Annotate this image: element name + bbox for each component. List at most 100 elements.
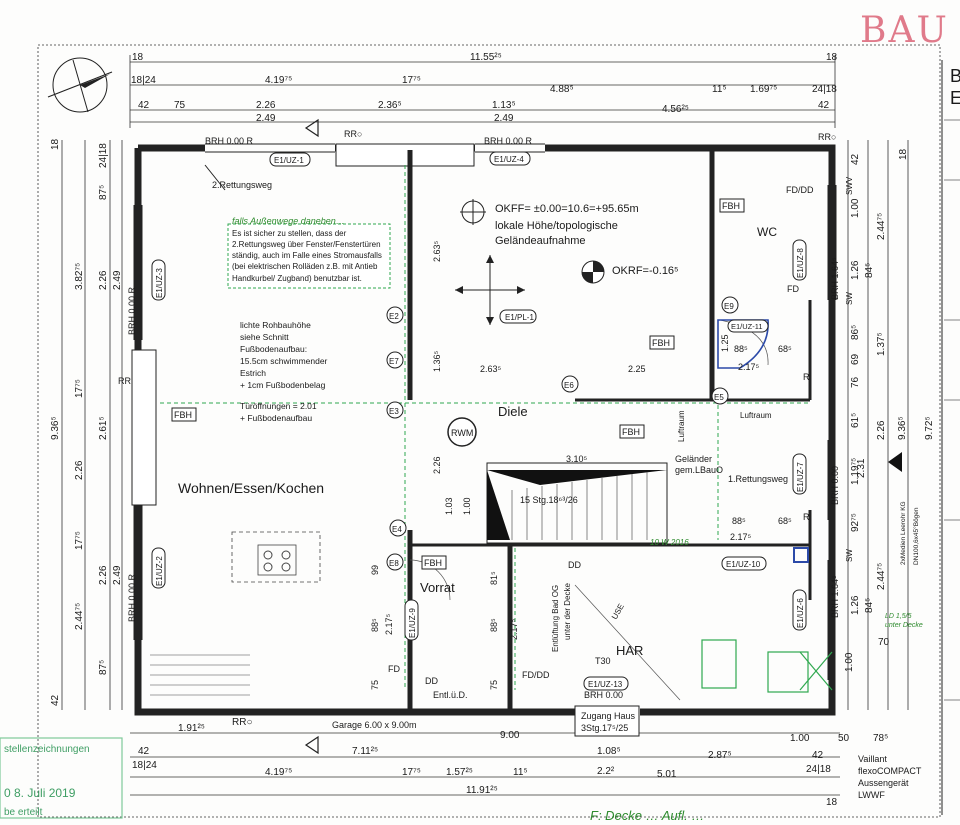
- fbh-tag: FBH: [649, 335, 675, 350]
- tag-text: E1/UZ-4: [494, 155, 524, 164]
- entrance-label: Zugang Haus: [581, 711, 636, 721]
- dd-label: DD: [568, 560, 581, 570]
- kitchen-island: [231, 531, 321, 583]
- dim-label: RR○: [232, 717, 252, 728]
- dim-label: 2.61⁵: [98, 416, 109, 440]
- top-dimension-chain: [129, 55, 836, 128]
- smoke-detector-icon: RWM: [447, 417, 477, 447]
- e-marker: E4: [389, 519, 407, 537]
- brh-label: BRH 0.00 R: [127, 573, 137, 622]
- dim-label: 84⁵: [864, 263, 875, 278]
- brand-fragment: BAU: [860, 10, 949, 51]
- rwm-label: RWM: [451, 428, 473, 438]
- room-note-line: 15.5cm schwimmender: [240, 356, 328, 366]
- dim-label: 87⁵: [98, 185, 109, 200]
- rescue-note-line: Es ist sicher zu stellen, dass der: [232, 229, 347, 238]
- dim-label: 81⁵: [489, 571, 499, 585]
- swv-label: SWV: [845, 176, 854, 195]
- dim-label: 78⁵: [873, 733, 888, 744]
- dim-label: 18: [826, 52, 838, 63]
- dim-label: 42: [812, 750, 824, 761]
- green-annotation: 10 W 2016: [650, 538, 689, 547]
- dim-label: 1.26: [850, 260, 861, 280]
- fd-label: FD: [787, 284, 799, 294]
- conduit-label: DN100,6x45°Bögen: [912, 507, 920, 565]
- room-name-diele: Diele: [498, 404, 528, 419]
- e-marker-text: E6: [564, 381, 574, 390]
- dim-label: 2.17⁵: [509, 618, 519, 640]
- sw-label: SW: [845, 292, 854, 305]
- dim-label: 75: [370, 680, 380, 690]
- fddd-label: FD/DD: [786, 185, 814, 195]
- tag-text: E1/UZ-11: [731, 322, 763, 331]
- dim-label: 2.2²: [597, 766, 615, 777]
- element-tag: E1/UZ-6: [792, 589, 807, 631]
- dim-label: 61⁵: [850, 413, 861, 428]
- element-tag: E1/UZ-7: [792, 453, 807, 495]
- room-note-line: Türöffnungen = 2.01: [240, 401, 317, 411]
- title-fragment: El: [950, 88, 960, 108]
- garage-label: Garage 6.00 x 9.00m: [332, 720, 417, 730]
- rescue-note-line: ständig, auch im Falle eines Stromausfal…: [232, 251, 382, 260]
- brh-label: BRH 0.00: [830, 466, 840, 505]
- dim-label: 24|18: [98, 143, 109, 168]
- brh-label: BRH 0.00: [584, 690, 623, 700]
- e-marker-text: E4: [392, 525, 402, 534]
- section-marker-icon: [304, 735, 319, 755]
- dim-label: 5.01: [657, 769, 677, 780]
- rr-label: RR: [118, 376, 131, 386]
- dim-label: 11⁵: [513, 767, 528, 778]
- dim-label: 99: [370, 565, 380, 575]
- dim-label: 18: [898, 148, 909, 160]
- sw-label: SW: [845, 549, 854, 562]
- dim-label: 4.56²⁵: [662, 104, 689, 115]
- dim-label: 2.63⁵: [432, 240, 442, 262]
- railing-label: gem.LBauO: [675, 465, 723, 475]
- dim-label: 69: [850, 353, 861, 365]
- dim-label: 3.82⁷⁵: [74, 263, 85, 290]
- element-tag: E1/UZ-2: [151, 547, 166, 589]
- dim-label: 9.36⁵: [897, 416, 908, 440]
- dim-label: 2.44⁷⁵: [876, 563, 887, 590]
- room-name-har: HAR: [616, 643, 643, 658]
- r-label: R: [803, 512, 810, 522]
- north-arrow-icon: [47, 57, 113, 113]
- tag-text: E1/UZ-6: [796, 598, 805, 628]
- dim-label: 86⁵: [850, 325, 861, 340]
- element-tag: E1/UZ-11: [727, 319, 769, 333]
- dim-label: 2.26: [432, 456, 442, 474]
- room-name-living: Wohnen/Essen/Kochen: [178, 480, 324, 496]
- tag-text: E1/UZ-8: [796, 248, 805, 278]
- dim-label: 42: [850, 153, 861, 165]
- dim-label: 87⁵: [98, 660, 109, 675]
- dim-label: 42: [818, 100, 830, 111]
- entrance-label: 3Stg.17⁵/25: [581, 723, 628, 733]
- fbh-label: FBH: [652, 338, 670, 348]
- e-marker-text: E8: [389, 559, 399, 568]
- dim-label: 2.26: [98, 270, 109, 290]
- dim-label: 3.10⁵: [566, 454, 588, 464]
- vent-label: Entlüftung Bad OG: [551, 585, 560, 652]
- fbh-tag: FBH: [171, 407, 197, 422]
- dim-label: 42: [50, 694, 61, 706]
- dim-label: 11.91²⁵: [466, 785, 498, 796]
- brh-label: BRH 0.00 R: [127, 286, 137, 335]
- dim-label: 2.63⁵: [480, 364, 502, 374]
- left-dimension-chain: [61, 140, 123, 710]
- fbh-label: FBH: [424, 558, 442, 568]
- fbh-tag: FBH: [421, 555, 447, 570]
- dim-label: 2.36⁵: [378, 100, 402, 111]
- vent-label: Entl.ü.D.: [433, 690, 468, 700]
- entrance-box: [574, 705, 640, 737]
- e-marker: E8: [386, 553, 404, 571]
- dim-label: 88⁵: [734, 344, 748, 354]
- dim-label: 17⁷⁵: [402, 767, 421, 778]
- stamp-date: 0 8. Juli 2019: [4, 786, 76, 800]
- fbh-label: FBH: [622, 427, 640, 437]
- dim-label: 1.69⁷⁵: [750, 84, 777, 95]
- dim-label: 84⁵: [864, 598, 875, 613]
- room-note-line: + Fußbodenaufbau: [240, 413, 312, 423]
- dim-label: 2.26: [256, 100, 276, 111]
- rescue-note-line: 2.Rettungsweg über Fenster/Fenstertüren: [232, 240, 381, 249]
- room-name-vorrat: Vorrat: [420, 580, 455, 595]
